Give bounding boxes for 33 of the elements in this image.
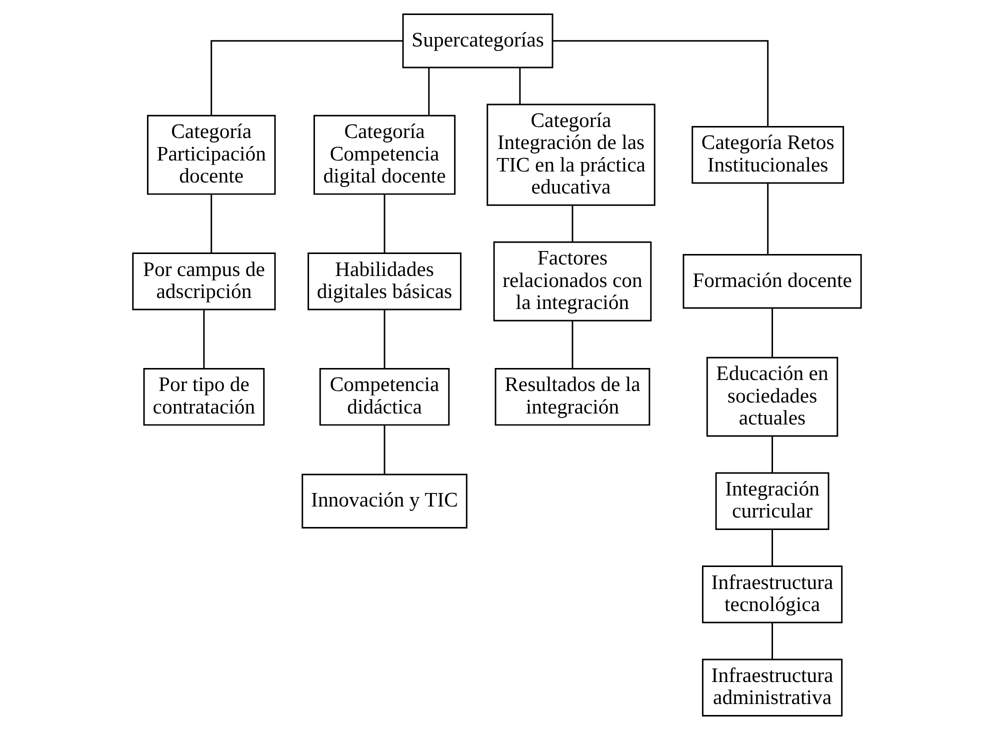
node-box: Resultados de la integración — [494, 368, 650, 426]
connector — [384, 425, 386, 474]
connector — [210, 194, 212, 253]
connector — [519, 68, 521, 104]
connector — [210, 40, 403, 115]
node-box: Categoría Integración de las TIC en la práctica educativa — [486, 104, 656, 206]
connector — [203, 310, 205, 369]
node-box: Educación en sociedades actuales — [706, 356, 838, 437]
node-box: Por campus de adscripción — [132, 252, 276, 310]
node-box: Categoría Competencia digital docente — [313, 114, 456, 195]
node-box: Categoría Retos Institucionales — [692, 126, 844, 184]
connector — [767, 184, 769, 254]
node-box: Infraestructura tecnológica — [702, 566, 843, 624]
connector — [428, 68, 430, 116]
node-box: Factores relacionados con la integración — [493, 241, 652, 322]
node-box: Supercategorías — [402, 14, 554, 68]
node-box: Innovación y TIC — [302, 474, 468, 529]
connector — [384, 194, 386, 253]
connector — [772, 622, 774, 660]
connector — [572, 321, 574, 369]
node-box: Habilidades digitales básicas — [308, 252, 462, 310]
node-box: Integración curricular — [715, 472, 830, 530]
connector — [772, 436, 774, 474]
node-box: Infraestructura administrativa — [702, 658, 843, 716]
connector — [552, 40, 769, 127]
connector — [772, 530, 774, 566]
node-box: Por tipo de contratación — [143, 368, 265, 426]
connector — [772, 308, 774, 358]
node-box: Competencia didáctica — [319, 368, 450, 426]
connector — [572, 206, 574, 242]
connector — [384, 310, 386, 369]
node-box: Formación docente — [682, 254, 862, 309]
node-box: Categoría Participación docente — [146, 114, 276, 195]
